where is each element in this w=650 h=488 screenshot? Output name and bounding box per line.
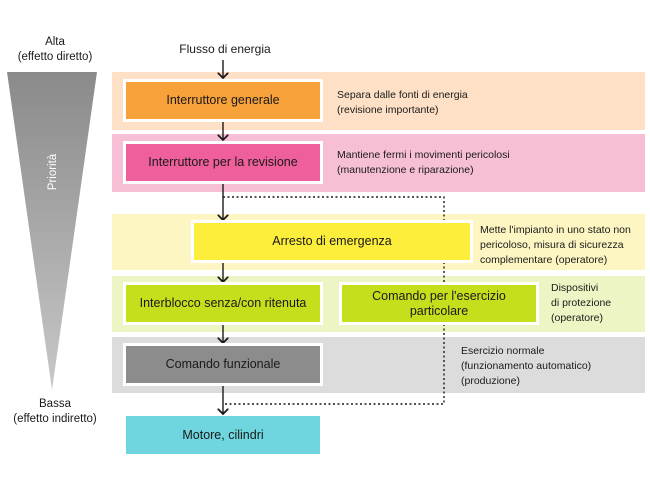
flow-title: Flusso di energia: [179, 42, 271, 56]
motor-label: Motore, cilindri: [182, 427, 264, 442]
special-mode-label: Comando per l'esercizio particolare: [372, 288, 506, 318]
functional-control-box: Comando funzionale: [123, 343, 323, 386]
functional-control-label: Comando funzionale: [165, 357, 281, 371]
emergency-stop-box: Arresto di emergenza: [191, 220, 473, 263]
main-switch-note: Separa dalle fonti di energia (revisione…: [337, 89, 468, 116]
service-switch-note: Mantiene fermi i movimenti pericolosi (m…: [337, 149, 510, 176]
main-switch-label: Interruttore generale: [166, 93, 280, 107]
motor-box: Motore, cilindri: [126, 416, 320, 454]
emergency-stop-label: Arresto di emergenza: [272, 234, 392, 248]
service-switch-label: Interruttore per la revisione: [148, 155, 298, 169]
emergency-stop-note: Mette l'impianto in uno stato non perico…: [480, 224, 631, 266]
special-mode-box: Comando per l'esercizio particolare: [339, 282, 539, 325]
priority-high-title: Alta: [45, 36, 65, 48]
priority-low-title: Bassa: [39, 398, 71, 410]
priority-high-label: Alta (effetto diretto): [0, 35, 110, 65]
normal-operation-note: Esercizio normale (funzionamento automat…: [461, 345, 592, 387]
dotted-bypass-top: [223, 196, 445, 224]
priority-triangle: [7, 72, 97, 390]
priority-low-label: Bassa (effetto indiretto): [0, 397, 110, 427]
main-switch-box: Interruttore generale: [123, 79, 323, 122]
interlock-label: Interblocco senza/con ritenuta: [139, 296, 307, 310]
priority-high-subtitle: (effetto diretto): [17, 51, 93, 63]
protection-note: Dispositivi di protezione (operatore): [551, 282, 612, 324]
interlock-box: Interblocco senza/con ritenuta: [123, 282, 323, 325]
priority-axis-label: Priorità: [47, 153, 59, 190]
service-switch-box: Interruttore per la revisione: [123, 141, 323, 184]
priority-low-subtitle: (effetto indiretto): [13, 413, 97, 425]
